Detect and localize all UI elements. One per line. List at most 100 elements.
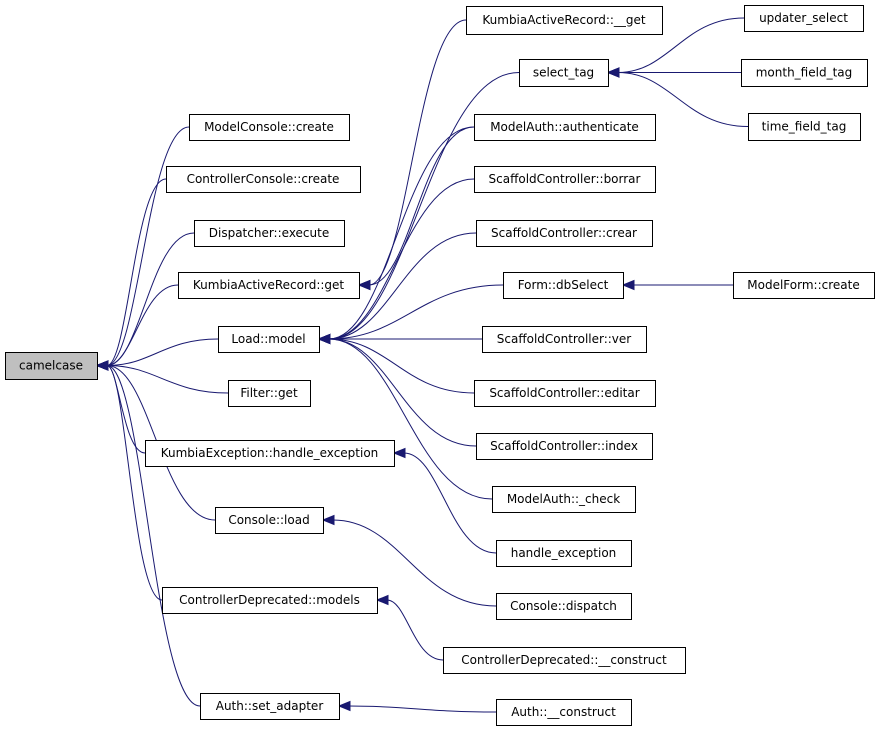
node-label-filter_get: Filter::get xyxy=(240,386,298,400)
edge-cd_construct-to-cd_models xyxy=(386,599,444,661)
node-label-sc_crear: ScaffoldController::crear xyxy=(491,226,637,240)
node-sc_editar[interactable]: ScaffoldController::editar xyxy=(474,380,656,407)
node-label-sc_borrar: ScaffoldController::borrar xyxy=(489,172,641,186)
node-label-console_load: Console::load xyxy=(228,513,309,527)
node-box-kar__get xyxy=(466,6,663,35)
node-label-sc_ver: ScaffoldController::ver xyxy=(497,332,632,346)
edge-disp_exec-to-camelcase xyxy=(106,232,195,366)
arrowhead-ma_auth-to-kar_get xyxy=(357,279,371,291)
node-label-console_disp: Console::dispatch xyxy=(510,599,617,613)
node-label-sc_index: ScaffoldController::index xyxy=(490,439,638,453)
edges-layer xyxy=(95,17,749,713)
node-sc_crear[interactable]: ScaffoldController::crear xyxy=(476,220,653,247)
node-box-time_field xyxy=(748,113,861,141)
node-box-cc_create xyxy=(166,166,361,193)
edge-sc_borrar-to-load_model xyxy=(328,178,475,340)
node-label-sc_editar: ScaffoldController::editar xyxy=(489,386,639,400)
node-month_field[interactable]: month_field_tag xyxy=(741,59,868,87)
node-label-cd_construct: ControllerDeprecated::__construct xyxy=(461,653,667,667)
node-label-form_db: Form::dbSelect xyxy=(518,278,609,292)
arrowhead-auth_set-to-camelcase xyxy=(95,360,109,371)
node-ma_auth[interactable]: ModelAuth::authenticate xyxy=(474,114,656,141)
node-label-disp_exec: Dispatcher::execute xyxy=(209,226,329,240)
node-box-filter_get xyxy=(228,380,311,407)
node-box-sc_index xyxy=(476,433,653,460)
nodes-layer: camelcase ModelConsole::createControllerC… xyxy=(5,5,875,726)
node-disp_exec[interactable]: Dispatcher::execute xyxy=(194,220,345,247)
node-box-kar_get xyxy=(178,272,360,299)
node-time_field[interactable]: time_field_tag xyxy=(748,113,861,141)
node-box-auth_construct xyxy=(496,699,632,726)
node-box-select_tag xyxy=(519,59,609,87)
node-box-cd_construct xyxy=(443,647,686,674)
node-box-sc_crear xyxy=(476,220,653,247)
edge-kar_get-to-camelcase xyxy=(106,284,179,366)
edge-kar__get-to-kar_get xyxy=(368,19,467,286)
node-box-ma_check xyxy=(492,486,636,513)
edge-form_db-to-load_model xyxy=(328,284,504,340)
edge-sc_index-to-load_model xyxy=(328,338,477,447)
node-select_tag[interactable]: select_tag xyxy=(519,59,609,87)
node-label-ke_handle: KumbiaException::handle_exception xyxy=(161,446,379,460)
node-sc_index[interactable]: ScaffoldController::index xyxy=(476,433,653,460)
node-box-disp_exec xyxy=(194,220,345,247)
node-auth_construct[interactable]: Auth::__construct xyxy=(496,699,632,726)
node-handle_exc[interactable]: handle_exception xyxy=(496,540,632,567)
edge-cd_models-to-camelcase xyxy=(106,365,163,601)
node-filter_get[interactable]: Filter::get xyxy=(228,380,311,407)
node-box-month_field xyxy=(741,59,868,87)
edge-ke_handle-to-camelcase xyxy=(106,365,146,454)
node-box-mc_create xyxy=(189,114,350,141)
edge-sc_crear-to-load_model xyxy=(328,232,477,340)
node-cd_models[interactable]: ControllerDeprecated::models xyxy=(162,587,378,614)
node-cd_construct[interactable]: ControllerDeprecated::__construct xyxy=(443,647,686,674)
arrowhead-console_disp-to-console_load xyxy=(321,514,335,526)
node-label-auth_set: Auth::set_adapter xyxy=(216,699,324,713)
edge-handle_exc-to-ke_handle xyxy=(403,452,497,554)
node-label-kar__get: KumbiaActiveRecord::__get xyxy=(482,13,646,27)
node-console_disp[interactable]: Console::dispatch xyxy=(496,593,632,620)
node-box-form_db xyxy=(503,272,624,299)
node-label-cc_create: ControllerConsole::create xyxy=(187,172,340,186)
node-label-select_tag: select_tag xyxy=(533,66,594,80)
node-box-sc_borrar xyxy=(474,166,656,193)
node-kar__get[interactable]: KumbiaActiveRecord::__get xyxy=(466,6,663,35)
node-form_db[interactable]: Form::dbSelect xyxy=(503,272,624,299)
node-label-camelcase: camelcase xyxy=(19,359,83,373)
edge-ma_auth-to-kar_get xyxy=(368,126,475,286)
node-auth_set[interactable]: Auth::set_adapter xyxy=(200,693,340,720)
node-ma_check[interactable]: ModelAuth::_check xyxy=(492,486,636,513)
node-box-sc_ver xyxy=(482,326,647,353)
edge-select_tag-to-load_model xyxy=(328,72,520,340)
edge-ma_check-to-load_model xyxy=(328,338,493,500)
node-label-time_field: time_field_tag xyxy=(762,120,847,134)
edge-console_disp-to-console_load xyxy=(332,519,497,607)
node-box-ma_auth xyxy=(474,114,656,141)
node-ke_handle[interactable]: KumbiaException::handle_exception xyxy=(145,440,395,467)
node-box-console_disp xyxy=(496,593,632,620)
node-mc_create[interactable]: ModelConsole::create xyxy=(189,114,350,141)
edge-ma_auth-to-load_model xyxy=(328,126,475,340)
node-updater_select[interactable]: updater_select xyxy=(744,5,864,32)
node-cc_create[interactable]: ControllerConsole::create xyxy=(166,166,361,193)
node-console_load[interactable]: Console::load xyxy=(215,507,324,534)
node-kar_get[interactable]: KumbiaActiveRecord::get xyxy=(178,272,360,299)
node-label-kar_get: KumbiaActiveRecord::get xyxy=(193,278,345,292)
node-label-cd_models: ControllerDeprecated::models xyxy=(179,593,360,607)
node-label-mc_create: ModelConsole::create xyxy=(204,120,334,134)
edge-auth_construct-to-auth_set xyxy=(348,705,497,713)
node-sc_ver[interactable]: ScaffoldController::ver xyxy=(482,326,647,353)
node-mf_create[interactable]: ModelForm::create xyxy=(733,272,875,299)
node-label-ma_check: ModelAuth::_check xyxy=(507,492,620,506)
node-label-month_field: month_field_tag xyxy=(756,66,853,80)
node-camelcase[interactable]: camelcase xyxy=(5,352,98,380)
edge-filter_get-to-camelcase xyxy=(106,365,229,394)
node-sc_borrar[interactable]: ScaffoldController::borrar xyxy=(474,166,656,193)
edge-time_field-to-select_tag xyxy=(617,72,749,127)
node-load_model[interactable]: Load::model xyxy=(218,326,320,353)
node-box-sc_editar xyxy=(474,380,656,407)
edge-cc_create-to-camelcase xyxy=(106,178,167,366)
edge-sc_editar-to-load_model xyxy=(328,338,475,394)
node-label-mf_create: ModelForm::create xyxy=(747,278,859,292)
arrowhead-cd_construct-to-cd_models xyxy=(375,594,389,606)
